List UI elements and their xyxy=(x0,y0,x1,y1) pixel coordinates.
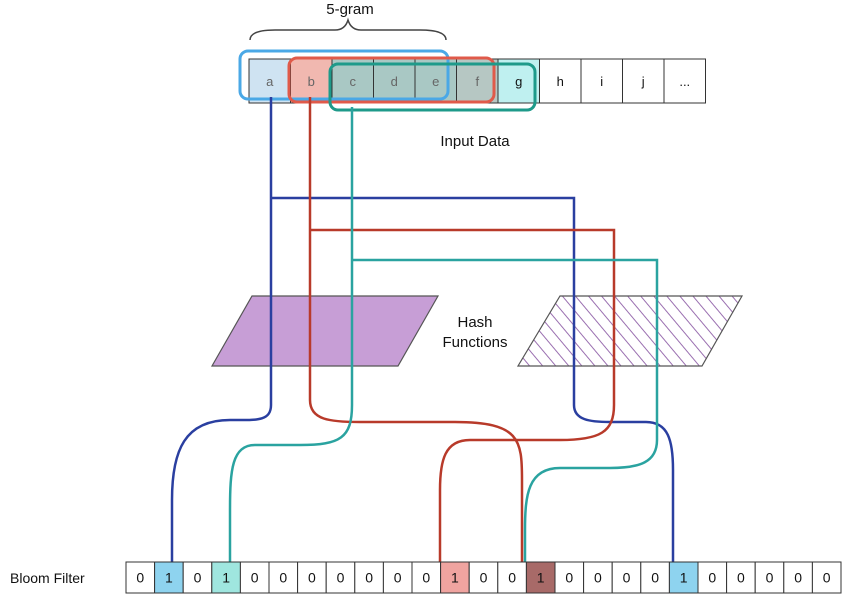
input-cell-label: d xyxy=(391,74,398,89)
hash-path-red-2 xyxy=(310,228,616,565)
bloom-bit-label: 1 xyxy=(222,570,230,586)
bloom-bit-label: 0 xyxy=(194,570,202,586)
bloom-bit-label: 0 xyxy=(136,570,144,586)
bloom-bit-cell xyxy=(811,561,842,594)
bloom-bit-cell xyxy=(497,561,527,594)
bloom-filter-label: Bloom Filter xyxy=(10,570,85,586)
bloom-bit-cell xyxy=(211,561,241,594)
bloom-bit-cell xyxy=(525,561,556,594)
bloom-bit-cell xyxy=(440,561,470,594)
hash-functions-label-line1: Hash xyxy=(457,314,492,331)
hash-functions-label-line2: Functions xyxy=(442,334,507,351)
bloom-bit-label: 0 xyxy=(251,570,259,586)
hash-path-teal-1 xyxy=(228,107,354,565)
bloom-bit-cell xyxy=(354,561,384,594)
bloom-bit-label: 0 xyxy=(651,570,659,586)
hash-path-red-1 xyxy=(308,97,524,565)
bloom-bit-label: 0 xyxy=(508,570,516,586)
input-cell-label: c xyxy=(350,74,357,89)
bloom-bit-label: 0 xyxy=(308,570,316,586)
bloom-filter-row: 0 1 0 1 0 0 0 0 0 0 0 1 0 0 1 0 0 0 0 1 0 0 0 0 0 xyxy=(125,561,842,594)
bloom-bit-cell xyxy=(268,561,299,594)
bloom-bit-cell xyxy=(668,561,699,594)
input-cell xyxy=(248,58,291,104)
bloom-bit-cell xyxy=(154,561,184,594)
input-cell-label: i xyxy=(600,74,603,89)
bloom-bit-label: 0 xyxy=(623,570,631,586)
bloom-bit-label: 0 xyxy=(394,570,402,586)
bloom-bit-label: 0 xyxy=(279,570,287,586)
input-cell xyxy=(456,58,499,104)
bloom-bit-cell xyxy=(297,561,327,594)
input-cell xyxy=(622,58,665,104)
input-data-label: Input Data xyxy=(440,133,510,150)
window-blue xyxy=(238,49,450,101)
hash-function-2 xyxy=(516,295,744,367)
input-cell-label: e xyxy=(432,74,439,89)
input-cell xyxy=(580,58,623,104)
bloom-bit-cell xyxy=(468,561,499,594)
bloom-bit-cell xyxy=(783,561,813,594)
ngram-brace xyxy=(249,17,447,41)
bloom-bit-label: 0 xyxy=(480,570,488,586)
bloom-bit-label: 0 xyxy=(565,570,573,586)
input-cell-label: h xyxy=(557,74,564,89)
bloom-bit-label: 1 xyxy=(165,570,173,586)
input-cell-label: b xyxy=(308,74,315,89)
bloom-bit-label: 0 xyxy=(422,570,430,586)
hash-path-teal-2 xyxy=(352,258,659,565)
hash-path-blue-1 xyxy=(170,97,273,565)
bloom-bit-cell xyxy=(640,561,670,594)
bloom-bit-cell xyxy=(325,561,356,594)
bloom-bit-cell xyxy=(583,561,613,594)
input-cell-label: j xyxy=(641,74,645,89)
input-cell-label: g xyxy=(515,74,522,89)
hash-path-blue-2 xyxy=(271,196,675,565)
bloom-bit-label: 0 xyxy=(766,570,774,586)
input-cell-label: ... xyxy=(679,74,690,89)
bloom-bit-cell xyxy=(697,561,728,594)
input-data-row: a b c d e f g h i j... xyxy=(248,58,706,104)
bloom-bit-label: 0 xyxy=(737,570,745,586)
bloom-bit-label: 0 xyxy=(337,570,345,586)
bloom-bit-label: 1 xyxy=(451,570,459,586)
bloom-bit-label: 1 xyxy=(680,570,688,586)
input-cell-label: f xyxy=(475,74,479,89)
ngram-label: 5-gram xyxy=(326,1,374,18)
input-cell xyxy=(539,58,582,104)
bloom-bit-label: 1 xyxy=(537,570,545,586)
bloom-bit-label: 0 xyxy=(823,570,831,586)
input-cell xyxy=(663,58,706,104)
window-red xyxy=(287,56,496,104)
bloom-bit-cell xyxy=(726,561,756,594)
bloom-bit-cell xyxy=(239,561,270,594)
input-cell-label: a xyxy=(266,74,274,89)
window-teal xyxy=(328,62,537,112)
input-cell xyxy=(290,58,333,104)
bloom-bit-cell xyxy=(554,561,585,594)
bloom-bit-label: 0 xyxy=(794,570,802,586)
hash-function-1 xyxy=(210,295,440,367)
bloom-bit-cell xyxy=(411,561,442,594)
bloom-bit-label: 0 xyxy=(708,570,716,586)
bloom-bit-cell xyxy=(611,561,642,594)
bloom-bit-cell xyxy=(182,561,213,594)
bloom-bit-label: 0 xyxy=(365,570,373,586)
bloom-bit-label: 0 xyxy=(594,570,602,586)
bloom-bit-cell xyxy=(125,561,156,594)
